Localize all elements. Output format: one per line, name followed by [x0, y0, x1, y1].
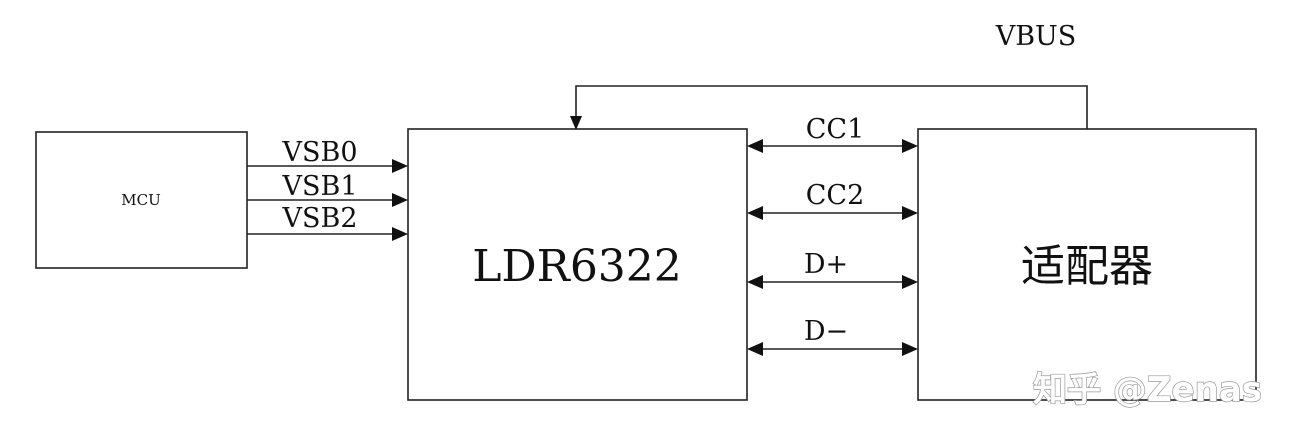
- dminus-connection: [747, 342, 918, 356]
- cc2-right-arrowhead: [902, 206, 918, 220]
- cc1-left-arrowhead: [747, 139, 763, 153]
- adapter-label: 适配器: [1021, 241, 1153, 292]
- cc2-label: CC2: [806, 180, 865, 211]
- vbus-label: VBUS: [995, 21, 1077, 52]
- cc1-connection: [747, 139, 918, 153]
- cc2-connection: [747, 206, 918, 220]
- vsb2-connection: [247, 227, 408, 241]
- mcu-block: [35, 131, 248, 269]
- dplus-right-arrowhead: [902, 275, 918, 289]
- dplus-connection: [747, 275, 918, 289]
- ldr6322-block: [407, 128, 748, 401]
- cc1-label: CC1: [806, 114, 865, 145]
- watermark-text: 知乎 @Zenas: [1033, 370, 1262, 410]
- ldr6322-label: LDR6322: [472, 241, 682, 292]
- dminus-left-arrowhead: [747, 342, 763, 356]
- cc2-left-arrowhead: [747, 206, 763, 220]
- cc1-right-arrowhead: [902, 139, 918, 153]
- vsb0-connection: [247, 159, 408, 173]
- mcu-label: MCU: [121, 191, 160, 209]
- vbus-arrowhead: [570, 116, 582, 130]
- vsb1-arrowhead: [392, 193, 408, 207]
- vsb2-arrowhead: [392, 227, 408, 241]
- vsb1-label: VSB1: [281, 171, 357, 202]
- vsb0-arrowhead: [392, 159, 408, 173]
- dminus-right-arrowhead: [902, 342, 918, 356]
- vbus-connection: [570, 85, 1088, 130]
- vsb1-connection: [247, 193, 408, 207]
- dplus-left-arrowhead: [747, 275, 763, 289]
- dplus-label: D+: [804, 249, 848, 280]
- dminus-label: D−: [804, 316, 848, 347]
- vsb2-label: VSB2: [281, 203, 357, 234]
- vsb0-label: VSB0: [281, 137, 357, 168]
